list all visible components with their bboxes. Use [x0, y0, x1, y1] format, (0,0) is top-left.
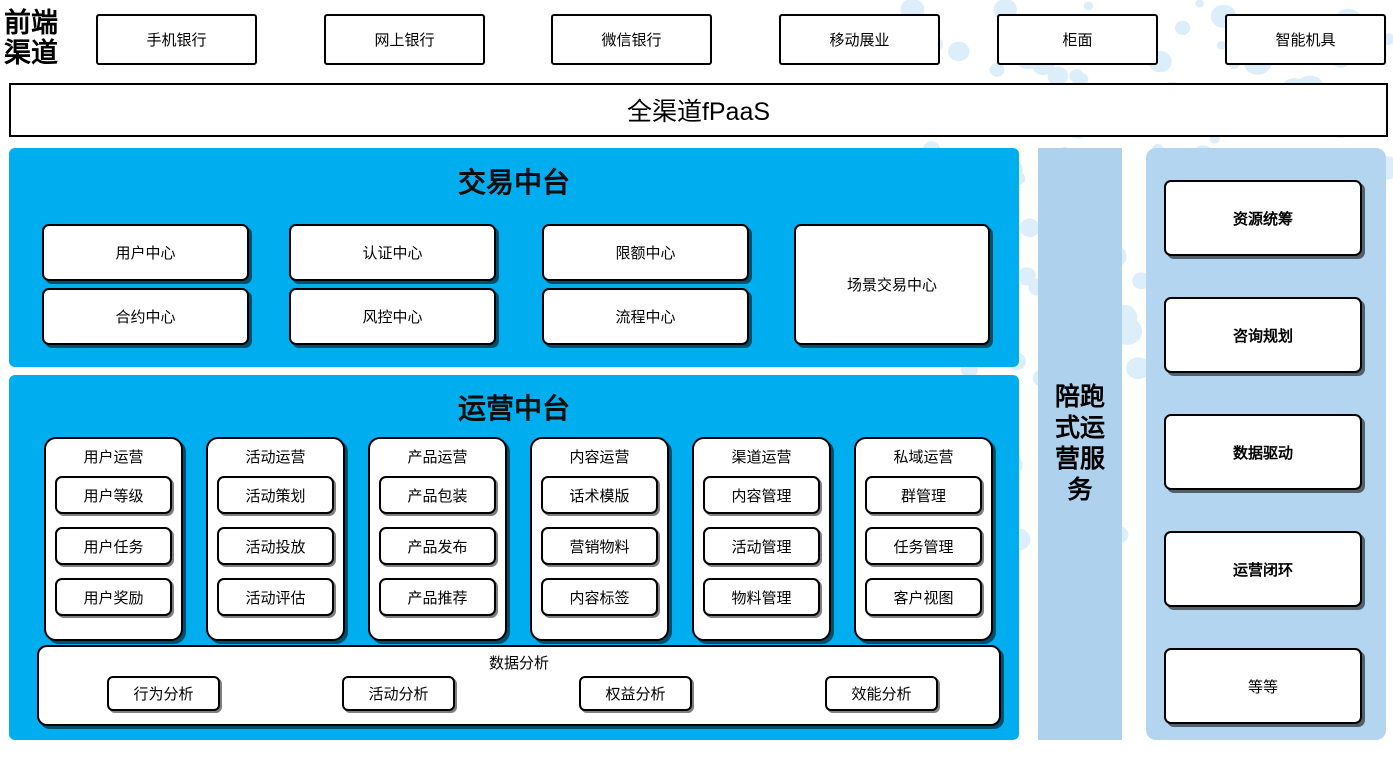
ops-item-activity-manage[interactable]: 活动管理: [703, 527, 820, 565]
ops-item-material-manage[interactable]: 物料管理: [703, 578, 820, 616]
ops-item-activity-eval[interactable]: 活动评估: [217, 578, 334, 616]
trade-box-contract-center[interactable]: 合约中心: [42, 288, 249, 345]
fpaas-bar[interactable]: 全渠道fPaaS: [9, 83, 1388, 137]
trade-box-user-center[interactable]: 用户中心: [42, 224, 249, 281]
ops-column-content-title: 内容运营: [569, 449, 630, 466]
ops-column-private-domain: 私域运营 群管理 任务管理 客户视图: [854, 437, 993, 641]
ops-column-activity-title: 活动运营: [245, 449, 306, 466]
ops-item-marketing-assets[interactable]: 营销物料: [541, 527, 658, 565]
ops-item-user-reward[interactable]: 用户奖励: [55, 578, 172, 616]
ops-item-user-level[interactable]: 用户等级: [55, 476, 172, 514]
data-analysis-behavior[interactable]: 行为分析: [107, 676, 220, 711]
ops-column-product: 产品运营 产品包装 产品发布 产品推荐: [368, 437, 507, 641]
channel-box-smart-machine[interactable]: 智能机具: [1225, 14, 1386, 65]
service-card-data-driven[interactable]: 数据驱动: [1164, 414, 1362, 490]
ops-item-user-task[interactable]: 用户任务: [55, 527, 172, 565]
service-card-resource-coordination[interactable]: 资源统筹: [1164, 180, 1362, 256]
trade-platform-title: 交易中台: [457, 167, 570, 198]
ops-column-activity: 活动运营 活动策划 活动投放 活动评估: [206, 437, 345, 641]
data-analysis-title: 数据分析: [488, 655, 549, 672]
ops-column-product-title: 产品运营: [407, 449, 468, 466]
data-analysis-benefit[interactable]: 权益分析: [579, 676, 692, 711]
service-card-consulting-planning[interactable]: 咨询规划: [1164, 297, 1362, 373]
trade-box-auth-center[interactable]: 认证中心: [289, 224, 496, 281]
ops-item-group-manage[interactable]: 群管理: [865, 476, 982, 514]
ops-item-content-tag[interactable]: 内容标签: [541, 578, 658, 616]
ops-item-task-manage[interactable]: 任务管理: [865, 527, 982, 565]
ops-item-customer-view[interactable]: 客户视图: [865, 578, 982, 616]
ops-column-channel: 渠道运营 内容管理 活动管理 物料管理: [692, 437, 831, 641]
ops-item-product-release[interactable]: 产品发布: [379, 527, 496, 565]
accompanying-operation-service-label: 陪跑式运营服务: [1054, 382, 1105, 505]
ops-column-user-title: 用户运营: [83, 449, 144, 466]
ops-column-channel-title: 渠道运营: [731, 449, 792, 466]
ops-platform-title: 运营中台: [457, 393, 570, 424]
trade-box-risk-center[interactable]: 风控中心: [289, 288, 496, 345]
frontend-label-line1: 前端: [4, 7, 58, 38]
service-card-etc[interactable]: 等等: [1164, 648, 1362, 724]
data-analysis-group: 数据分析 行为分析 活动分析 权益分析 效能分析: [37, 645, 1001, 726]
ops-item-activity-plan[interactable]: 活动策划: [217, 476, 334, 514]
service-card-operation-loop[interactable]: 运营闭环: [1164, 531, 1362, 607]
trade-box-limit-center[interactable]: 限额中心: [542, 224, 749, 281]
ops-item-activity-launch[interactable]: 活动投放: [217, 527, 334, 565]
data-analysis-efficiency[interactable]: 效能分析: [825, 676, 938, 711]
frontend-channel-label: 前端 渠道: [4, 4, 92, 72]
ops-column-user: 用户运营 用户等级 用户任务 用户奖励: [44, 437, 183, 641]
trade-box-scenario-center[interactable]: 场景交易中心: [794, 224, 990, 345]
trade-platform-panel: 交易中台 用户中心 认证中心 限额中心 合约中心 风控中心 流程中心 场景交易中…: [9, 148, 1019, 367]
ops-item-content-manage[interactable]: 内容管理: [703, 476, 820, 514]
channel-box-counter[interactable]: 柜面: [997, 14, 1158, 65]
data-analysis-activity[interactable]: 活动分析: [342, 676, 455, 711]
ops-column-private-domain-title: 私域运营: [893, 449, 954, 466]
ops-item-product-package[interactable]: 产品包装: [379, 476, 496, 514]
channel-box-mobile-bank[interactable]: 手机银行: [96, 14, 257, 65]
ops-column-content: 内容运营 话术模版 营销物料 内容标签: [530, 437, 669, 641]
channel-box-mobile-biz[interactable]: 移动展业: [779, 14, 940, 65]
channel-box-online-bank[interactable]: 网上银行: [324, 14, 485, 65]
accompanying-operation-service-column: 陪跑式运营服务: [1038, 148, 1122, 740]
ops-item-product-recommend[interactable]: 产品推荐: [379, 578, 496, 616]
channel-box-wechat-bank[interactable]: 微信银行: [551, 14, 712, 65]
ops-item-script-template[interactable]: 话术模版: [541, 476, 658, 514]
service-capability-panel: 资源统筹 咨询规划 数据驱动 运营闭环 等等: [1146, 148, 1386, 740]
frontend-label-line2: 渠道: [4, 38, 58, 68]
trade-box-process-center[interactable]: 流程中心: [542, 288, 749, 345]
